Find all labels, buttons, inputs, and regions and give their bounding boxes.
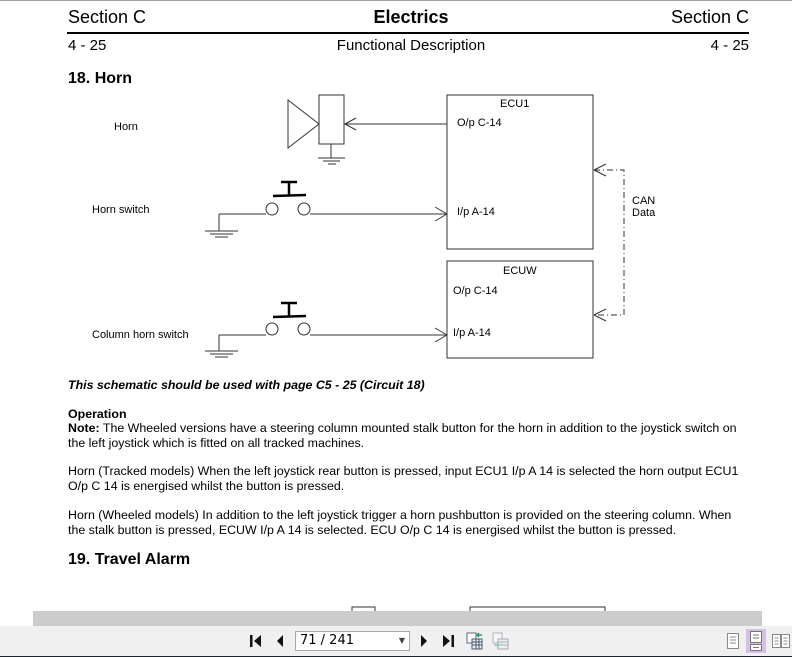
previous-view-icon [466,632,483,650]
switch-contact [297,322,311,336]
switch-contact [265,322,279,336]
operation-heading: Operation [68,407,127,421]
ecu1-input-label: I/p A-14 [457,206,495,218]
header-rule [67,32,749,34]
header-title: Electrics [373,7,449,27]
first-page-button[interactable] [248,633,264,649]
header-section-left: Section C [68,7,147,27]
subheader-title: Functional Description [336,37,486,54]
tracked-models-text: Horn (Tracked models) When the left joys… [68,464,739,493]
ecu1-box [446,94,594,250]
operation-note: Note: The Wheeled versions have a steeri… [68,421,750,451]
previous-page-icon [277,635,283,647]
first-page-icon [250,635,261,647]
can-label: CAN [632,195,656,207]
data-label: Data [632,207,656,219]
wheeled-models-text: Horn (Wheeled models) In addition to the… [68,508,732,537]
ecuw-box [446,260,594,359]
page-number-input[interactable]: 71 / 241 ▼ [295,631,410,651]
horn-speaker-icon [287,98,320,150]
next-view-icon [492,632,509,650]
can-data-line [594,169,625,316]
ecu1-output-label: O/p C-14 [457,117,502,129]
switch-contact [265,202,279,216]
view-continuous-button[interactable] [746,629,766,653]
continuous-page-icon [750,631,762,651]
horn-circuit-diagram [205,94,625,611]
last-page-icon [443,635,454,647]
page-indicator: 71 / 241 [300,633,354,648]
page-number-right: 4 - 25 [710,37,749,54]
ecuw-output-label: O/p C-14 [453,285,498,297]
next-page-icon [421,635,427,647]
ecu1-title: ECU1 [500,98,530,110]
horn-switch-label: Horn switch [92,204,150,216]
section-18-title: 18. Horn [68,70,133,87]
section-19-title: 19. Travel Alarm [68,551,191,568]
switch-contact [297,202,311,216]
window-top-border [0,0,792,1]
previous-page-button[interactable] [273,633,287,649]
note-label: Note: [68,421,100,435]
page-dropdown-icon[interactable]: ▼ [398,636,405,645]
goto-previous-view-button[interactable] [465,632,485,650]
document-page: Section C Electrics Section C 4 - 25 Fun… [0,1,792,611]
facing-pages-icon [772,634,790,648]
ecuw-title: ECUW [503,265,537,277]
horn-label: Horn [114,121,138,133]
note-text: The Wheeled versions have a steering col… [68,421,737,450]
single-page-icon [727,633,739,649]
goto-next-view-button[interactable] [491,632,511,650]
next-page-button[interactable] [417,633,431,649]
viewer-toolbar: 71 / 241 ▼ [0,626,792,656]
view-single-page-button[interactable] [723,629,743,653]
header-section-right: Section C [670,7,749,27]
horn-body [318,94,345,145]
column-horn-switch-label: Column horn switch [92,329,189,341]
view-facing-button[interactable] [770,629,792,653]
horizontal-scrollbar[interactable] [33,611,762,626]
page-number-left: 4 - 25 [68,37,107,54]
ecuw-input-label: I/p A-14 [453,327,491,339]
last-page-button[interactable] [440,633,456,649]
schematic-note: This schematic should be used with page … [68,378,425,392]
